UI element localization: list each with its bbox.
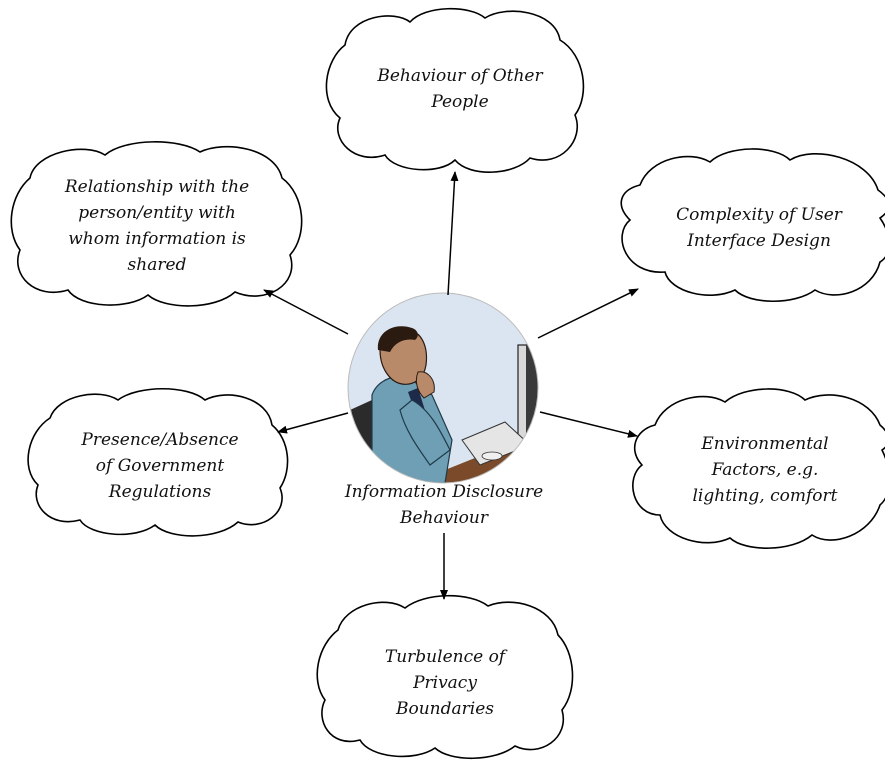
cloud-relationship [10, 141, 303, 307]
label-environment: Environmental Factors, e.g. lighting, co… [692, 434, 838, 506]
label-government: Presence/Absence of Government Regulatio… [81, 430, 239, 502]
arrow-to-environment [539, 411, 638, 438]
arrow-to-relationship [263, 289, 349, 335]
center-label: Information Disclosure Behaviour [344, 482, 544, 528]
arrow-to-ui-complexity [537, 288, 639, 339]
label-ui-complexity: Complexity of User Interface Design [676, 205, 842, 251]
cloud-ui-complexity [620, 148, 885, 303]
cloud-environment [632, 388, 885, 549]
label-behaviour-others: Behaviour of Other People [377, 66, 543, 112]
person-at-computer-illustration [347, 292, 539, 484]
arrow-to-government [277, 412, 349, 434]
cloud-government [27, 387, 289, 537]
label-relationship: Relationship with the person/entity with… [64, 177, 250, 275]
cloud-behaviour-others [325, 7, 585, 173]
label-turbulence: Turbulence of Privacy Boundaries [384, 647, 506, 719]
arrow-to-behaviour-others [447, 171, 459, 296]
